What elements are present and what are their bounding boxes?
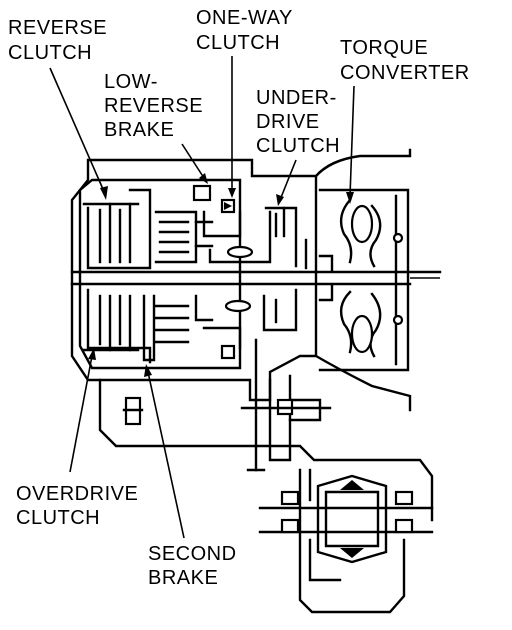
svg-text:LOW-: LOW- <box>104 71 158 93</box>
bell-housing-bottom <box>314 354 412 412</box>
converter-hub-lower <box>318 284 334 302</box>
converter-housing <box>318 188 410 372</box>
upper-carrier <box>202 210 242 238</box>
reverse-clutch-drum <box>86 188 152 270</box>
svg-text:ONE-WAY: ONE-WAY <box>196 7 293 29</box>
svg-text:CLUTCH: CLUTCH <box>196 32 280 54</box>
label-overdrive-clutch: OVERDRIVE CLUTCH <box>16 483 138 529</box>
svg-text:BRAKE: BRAKE <box>104 119 174 141</box>
leader-overdrive-clutch <box>69 355 93 473</box>
lower-drum <box>262 288 298 332</box>
arrowhead-reverse-clutch <box>100 186 108 200</box>
arrowhead-one-way-clutch <box>228 188 236 198</box>
lower-one-way-clutch <box>220 344 236 360</box>
transmission-housing <box>70 148 412 412</box>
leader-reverse-clutch <box>49 67 107 197</box>
svg-text:REVERSE: REVERSE <box>8 17 107 39</box>
lr-brake-piston <box>192 184 212 202</box>
transfer-idler <box>288 398 322 422</box>
impeller-upper <box>369 204 382 268</box>
leader-second-brake <box>147 371 185 539</box>
lockup-pin-upper <box>392 232 404 244</box>
label-second-brake: SECOND BRAKE <box>148 543 237 589</box>
pinion-gear-top <box>340 480 364 490</box>
svg-text:TORQUE: TORQUE <box>340 37 428 59</box>
low-reverse-brake-housing <box>154 210 198 264</box>
converter-hub-upper <box>318 254 334 272</box>
label-torque-converter: TORQUE CONVERTER <box>340 37 470 84</box>
svg-text:DRIVE: DRIVE <box>256 111 320 133</box>
transfer-section <box>98 338 434 614</box>
svg-text:BRAKE: BRAKE <box>148 567 218 589</box>
svg-text:CLUTCH: CLUTCH <box>256 135 340 157</box>
impeller-lower <box>369 292 382 358</box>
svg-text:OVERDRIVE: OVERDRIVE <box>16 483 138 505</box>
svg-text:CONVERTER: CONVERTER <box>340 62 470 84</box>
stator-upper <box>350 204 374 244</box>
lower-carrier-left <box>194 294 214 322</box>
diff-bearing-ll <box>280 518 300 534</box>
differential-housing <box>316 474 388 564</box>
svg-text:CLUTCH: CLUTCH <box>16 507 100 529</box>
label-underdrive-clutch: UNDER- DRIVE CLUTCH <box>256 87 340 157</box>
leader-torque-converter <box>349 85 355 197</box>
transfer-drive-gear <box>268 374 292 462</box>
turbine-lower <box>339 290 353 354</box>
bell-housing-top <box>314 148 412 178</box>
upper-thrust-bearing <box>226 245 254 259</box>
main-shaft <box>70 270 442 286</box>
label-reverse-clutch: REVERSE CLUTCH <box>8 17 107 64</box>
svg-text:SECOND: SECOND <box>148 543 237 565</box>
one-way-clutch-sprag <box>224 202 232 210</box>
diff-bearing-ul <box>280 490 300 506</box>
turbine-upper <box>339 198 353 264</box>
outer-case <box>70 158 318 402</box>
second-brake-band <box>142 294 156 362</box>
label-low-reverse-brake: LOW- REVERSE BRAKE <box>104 71 203 141</box>
leader-lines <box>49 56 355 539</box>
overdrive-clutch-drum <box>86 288 152 364</box>
differential-spider <box>324 490 380 548</box>
arrowhead-low-reverse-brake <box>199 173 208 184</box>
differential-case <box>298 468 406 614</box>
svg-text:REVERSE: REVERSE <box>104 95 203 117</box>
diff-bearing-ur <box>394 490 414 506</box>
arrowhead-second-brake <box>144 364 152 377</box>
arrowhead-underdrive-clutch <box>276 194 284 206</box>
lower-thrust-bearing <box>224 299 252 313</box>
torque-converter <box>318 188 410 372</box>
svg-text:CLUTCH: CLUTCH <box>8 42 92 64</box>
stator-lower <box>350 314 374 354</box>
lower-clutch-assembly <box>82 288 298 364</box>
differential <box>258 468 434 582</box>
lower-carrier <box>202 326 242 350</box>
leader-underdrive-clutch <box>279 159 297 201</box>
lower-case-right <box>254 444 434 522</box>
upper-ring-gear <box>208 210 272 264</box>
underdrive-clutch-drum <box>264 206 298 268</box>
diff-bearing-lr <box>394 518 414 534</box>
upper-clutch-assembly <box>82 184 308 270</box>
arrowhead-torque-converter <box>346 192 354 204</box>
lower-case-left <box>98 378 258 448</box>
lockup-pin-lower <box>392 314 404 326</box>
ring-gear-bottom <box>308 538 342 582</box>
svg-text:UNDER-: UNDER- <box>256 87 337 109</box>
label-one-way-clutch: ONE-WAY CLUTCH <box>196 7 293 54</box>
pinion-gear-bottom <box>340 548 364 558</box>
inner-case <box>78 178 242 370</box>
